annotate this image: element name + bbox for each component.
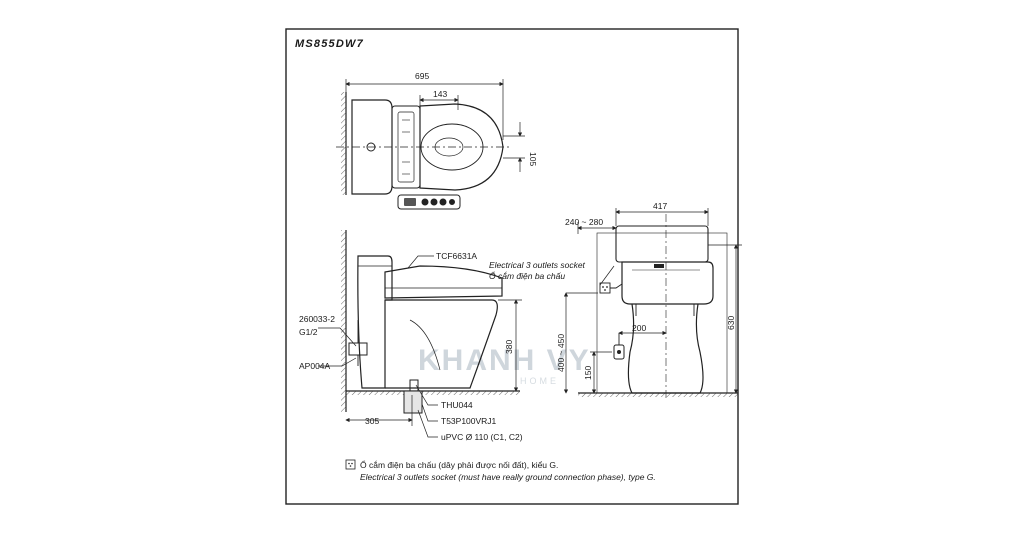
side-wall-hatch (341, 230, 346, 412)
side-view (341, 230, 520, 414)
watermark: KHANH VY HOME (418, 344, 591, 386)
leader-socket (599, 265, 615, 286)
label-socket-vi: Ổ cắm điện ba chấu (489, 270, 565, 281)
side-trapway (409, 319, 441, 371)
dim-offset: 240 ~ 280 (565, 217, 603, 227)
side-floor-hatch (346, 391, 520, 395)
label-trap-part: T53P100VRJ1 (441, 416, 497, 426)
leader-supply (318, 357, 357, 367)
top-control-panel (397, 111, 415, 183)
label-socket-en: Electrical 3 outlets socket (489, 260, 586, 270)
model-number: MS855DW7 (295, 38, 364, 50)
side-drain-pipe (403, 390, 423, 414)
front-seat (621, 261, 714, 305)
watermark-subtext: HOME (520, 376, 559, 386)
side-drain-flange (409, 379, 419, 392)
dim-inlet-offset: 200 (632, 323, 646, 333)
front-view (578, 214, 738, 400)
dim-inlet-range: 400 ~ 450 (556, 334, 566, 372)
top-flush-button (366, 142, 376, 152)
leader-pipe (417, 409, 438, 438)
top-view (336, 92, 512, 210)
label-valve-part: 260033-2 (299, 314, 335, 324)
label-flange-part: THU044 (441, 400, 473, 410)
leader-valve (318, 327, 357, 347)
notes-legend: Ổ cắm điện ba chấu (dây phải được nối đấ… (345, 459, 656, 482)
label-supply-part: AP004A (299, 361, 331, 371)
top-bowl-outline (419, 103, 504, 191)
dim-inlet-base: 150 (583, 366, 593, 380)
front-floor-hatch (578, 393, 738, 397)
side-view-dimensions (318, 255, 522, 438)
top-remote-control (397, 194, 461, 210)
side-seat-outline (384, 265, 503, 299)
dim-seat: 143 (433, 89, 447, 99)
watermark-text: KHANH VY (418, 344, 591, 377)
leader-flange (415, 384, 438, 406)
dim-overall-height: 630 (726, 316, 736, 330)
front-power-cord (610, 283, 623, 289)
side-tank-outline (357, 255, 393, 389)
label-pipe-spec: uPVC Ø 110 (C1, C2) (441, 432, 523, 442)
front-view-dimensions (563, 208, 742, 394)
legend-vi: Ổ cắm điện ba chấu (dây phải được nối đấ… (360, 459, 558, 470)
dim-width: 417 (653, 201, 667, 211)
leader-trap (421, 403, 438, 422)
socket-legend-icon (345, 459, 356, 470)
top-view-dimensions (345, 79, 525, 172)
leader-seat (407, 255, 434, 269)
label-valve-thread: G1/2 (299, 327, 318, 337)
label-seat-part: TCF6631A (436, 251, 477, 261)
legend-en: Electrical 3 outlets socket (must have r… (360, 472, 656, 482)
dim-total-width: 695 (415, 71, 429, 81)
dim-rough-in: 305 (365, 416, 379, 426)
top-bowl-inner (420, 123, 484, 171)
top-wall-hatch (341, 92, 346, 195)
dim-height: 380 (504, 340, 514, 354)
dim-depth: 105 (528, 152, 538, 166)
top-bowl-drain (434, 137, 464, 157)
side-bowl-outline (385, 299, 498, 389)
